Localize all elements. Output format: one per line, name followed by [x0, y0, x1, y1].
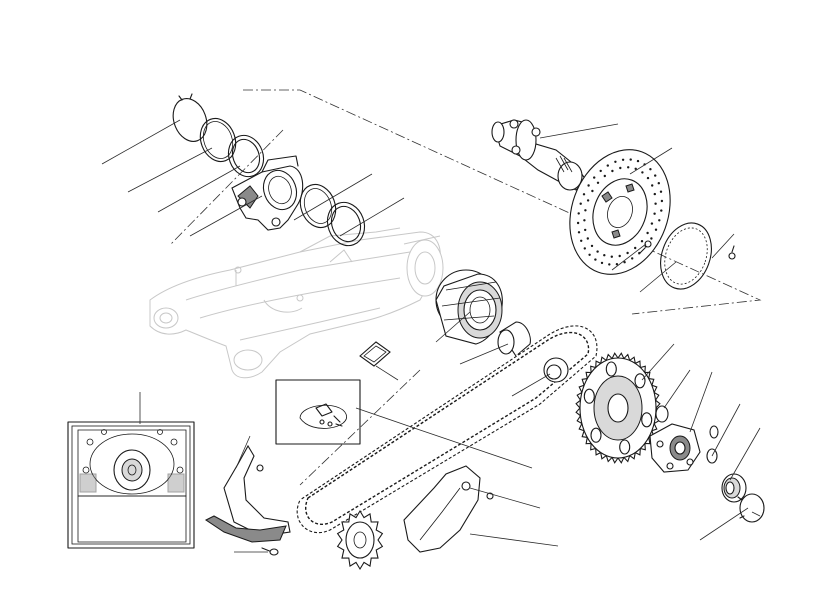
chain-link-detail: [275, 379, 361, 445]
swingarm: [149, 227, 444, 379]
oring-1: [199, 117, 237, 163]
wheel-bearing: [721, 473, 747, 503]
eccentric-hub: [435, 269, 503, 345]
chain-washer: [543, 357, 569, 383]
rear-sprocket: [575, 352, 661, 464]
disc-bolt-2: [728, 245, 736, 260]
circlip-large: [737, 493, 765, 523]
chain-guard: [403, 465, 494, 553]
chain-guide: [205, 444, 291, 556]
caliper-bracket: [231, 155, 304, 231]
circlip-small: [172, 93, 208, 142]
oring-3: [299, 183, 337, 229]
drive-chain: [296, 324, 598, 534]
sprocket-flange: [649, 405, 719, 473]
disc-bolt: [638, 240, 652, 255]
leader-lines: [101, 119, 761, 553]
abs-tone-ring: [660, 222, 712, 290]
rubber-pad: [359, 341, 391, 367]
front-sprocket-cover: [77, 429, 187, 543]
oring-4: [326, 201, 366, 247]
front-sprocket-detail: [67, 421, 195, 549]
brake-disc: [569, 149, 671, 275]
rear-axle-shaft: [491, 119, 587, 191]
axis-boundary-dashed: [169, 89, 762, 486]
oring-2: [227, 134, 265, 178]
spacer: [497, 321, 531, 357]
front-sprocket: [336, 509, 384, 571]
